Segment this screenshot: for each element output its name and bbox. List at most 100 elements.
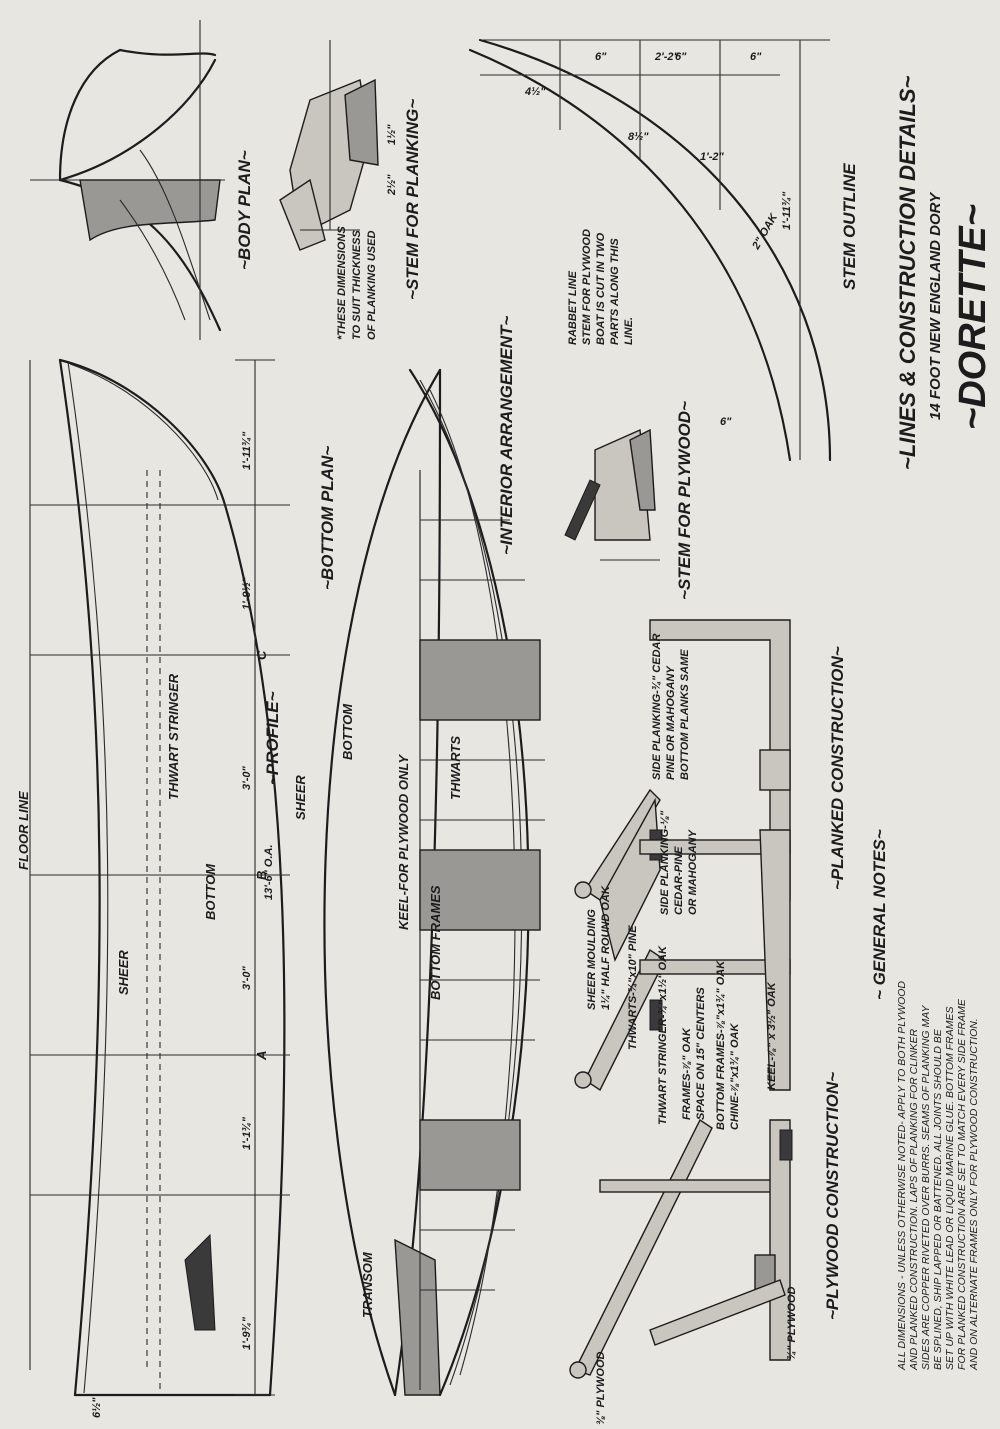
general-notes-line: SET UP WITH WHITE LEAD OR LIQUID MARINE … [944, 1007, 956, 1370]
station-mark-c: C [254, 650, 269, 660]
thwarts-size-label: THWARTS-¾"x10" PINE [627, 925, 639, 1050]
profile-view: FLOOR LINE SHEER BOTTOM THWART STRINGER … [16, 358, 290, 1418]
general-notes-heading: ~ GENERAL NOTES~ [870, 829, 889, 1000]
thwart-stringer-size-label: THWART STRINGER-¾"x1½" OAK [657, 945, 669, 1125]
thwart-aft [419, 1119, 521, 1191]
stem-outline-outer [478, 38, 832, 462]
title-line-2: 14 FOOT NEW ENGLAND DORY [927, 191, 944, 420]
boat-name: ~DORETTE~ [952, 204, 994, 430]
svg-text:1½": 1½" [386, 124, 398, 145]
interior-arrangement-view: THWARTS BOTTOM FRAMES ~INTERIOR ARRANGEM… [408, 316, 545, 1397]
dim-profile-0: 1'-9¾" [241, 1316, 253, 1350]
plywood-title: ~PLYWOOD CONSTRUCTION~ [823, 1072, 842, 1320]
plywood-construction-detail: SHEER MOULDING 1¼" HALF ROUND OAK THWART… [569, 810, 842, 1425]
keel-label: KEEL-⅞" x 3½" OAK [766, 981, 778, 1090]
bottom-frames-label: BOTTOM FRAMES [428, 885, 443, 1000]
thwarts-label: THWARTS [448, 736, 463, 800]
title-line-1: ~LINES & CONSTRUCTION DETAILS~ [895, 75, 920, 470]
stem-planking-title: ~STEM FOR PLANKING~ [403, 99, 422, 300]
dim-profile-6: 6½" [91, 1397, 103, 1418]
planking-note-2: OF PLANKING USED [366, 231, 378, 340]
profile-bottom-label: BOTTOM [203, 863, 218, 920]
keel-plywood-label: KEEL-FOR PLYWOOD ONLY [396, 754, 411, 930]
sheer-moulding-1: 1¼" HALF ROUND OAK [600, 885, 612, 1010]
planked-title: ~PLANKED CONSTRUCTION~ [828, 646, 847, 890]
stem-outline-view: 2'-2" 6" 6" 6" 4½" 8½" 1'-2" 1'-11¾" 6" … [468, 38, 859, 462]
profile-sheer-label: SHEER [116, 950, 131, 995]
station-mark-b: B [254, 871, 269, 880]
side-planking-cedar-2: BOTTOM PLANKS SAME [679, 649, 691, 780]
planking-note-0: *THESE DIMENSIONS [336, 226, 348, 340]
body-plan-view: ~BODY PLAN~ [30, 20, 254, 340]
body-plan-section-a [58, 48, 122, 182]
transom-label: TRANSOM [360, 1251, 375, 1318]
side-planking-ply-1: CEDAR-PINE [673, 846, 685, 915]
bottom-plan-outline [323, 368, 442, 1397]
stem-dim-0: 2'-2" [654, 51, 680, 63]
body-plan-title: ~BODY PLAN~ [235, 150, 254, 270]
interior-title: ~INTERIOR ARRANGEMENT~ [497, 316, 516, 555]
stem-plywood-title: ~STEM FOR PLYWOOD~ [675, 401, 694, 600]
bottom-plan-title: ~BOTTOM PLAN~ [318, 446, 337, 590]
dim-profile-1: 1'-1¾" [241, 1116, 253, 1150]
rabbet-note-2: BOAT IS CUT IN TWO [595, 232, 607, 345]
stem-outline-inner [468, 48, 792, 462]
general-notes-line: ALL DIMENSIONS - UNLESS OTHERWISE NOTED-… [896, 981, 908, 1371]
plywood-b-label: ¾" PLYWOOD [786, 1286, 798, 1360]
plywood-a-label: ⅜" PLYWOOD [595, 1351, 607, 1425]
planked-construction-detail: SIDE PLANKING-¾" CEDAR PINE OR MAHOGANY … [574, 619, 847, 1092]
rabbet-note-3: PARTS ALONG THIS [609, 238, 621, 345]
general-notes: ~ GENERAL NOTES~ ALL DIMENSIONS - UNLESS… [870, 829, 980, 1371]
stem-dim-3: 6" [750, 51, 762, 63]
bottom-frames-size-label: BOTTOM FRAMES-⅞"x1¾" OAK [715, 960, 727, 1130]
general-notes-line: AND ON ALTERNATE FRAMES ONLY FOR PLYWOOD… [968, 1018, 980, 1371]
general-notes-line: AND PLANKED CONSTRUCTION. LAPS OF PLANKI… [908, 1028, 920, 1371]
thwart-mid [419, 849, 541, 931]
stem-oak-label: 2" OAK [750, 211, 781, 252]
bottom-plan-view: ~BOTTOM PLAN~ SHEER BOTTOM KEEL-FOR PLYW… [293, 368, 442, 1397]
stem-plywood-detail: RABBET LINE STEM FOR PLYWOOD BOAT IS CUT… [564, 229, 694, 600]
thwart-fwd [419, 639, 541, 721]
stem-dim-7: 1'-11¾" [781, 191, 793, 230]
title-block: ~LINES & CONSTRUCTION DETAILS~ 14 FOOT N… [895, 75, 994, 470]
station-mark-a: A [254, 1051, 269, 1061]
planking-note-1: TO SUIT THICKNESS [351, 230, 363, 340]
side-planking-ply-0: SIDE PLANKING-⅛" [659, 810, 671, 915]
thwart-stringer-label: THWART STRINGER [166, 673, 181, 800]
general-notes-line: SIDES ARE COPPER RIVETED OVER BURRS. SEA… [920, 1005, 932, 1370]
rabbet-note-4: LINE. [623, 317, 635, 345]
side-planking-ply-2: OR MAHOGANY [687, 828, 699, 915]
side-planking-cedar-0: SIDE PLANKING-¾" CEDAR [651, 634, 663, 780]
general-notes-line: BE SPLINED, SHIP LAPPED OR BATTENED. ALL… [932, 1028, 944, 1370]
svg-text:2½": 2½" [386, 174, 398, 196]
stem-dim-5: 8½" [628, 131, 649, 143]
dim-profile-4: 1'-9½" [241, 576, 253, 610]
sheer-moulding-0: SHEER MOULDING [586, 909, 598, 1010]
floor-line-label: FLOOR LINE [16, 791, 31, 870]
overall-length-label: 13'-6" O.A. [263, 844, 275, 900]
stem-dim-8: 6" [720, 416, 732, 428]
bottom-plan-bottom-label: BOTTOM [340, 703, 355, 760]
profile-sheer-line [58, 358, 101, 1397]
stem-dim-6: 1'-2" [700, 151, 725, 163]
dim-profile-2: 3'-0" [241, 965, 253, 990]
stem-dim-2: 6" [675, 51, 687, 63]
rabbet-note-0: RABBET LINE [567, 270, 579, 345]
frames-label-1: SPACE ON 15" CENTERS [695, 987, 707, 1120]
stem-dim-4: 4½" [524, 86, 546, 98]
side-planking-cedar-1: PINE OR MAHOGANY [665, 665, 677, 780]
bottom-plan-sheer-label: SHEER [293, 775, 308, 820]
general-notes-line: FOR PLANKED CONSTRUCTION ARE SET TO MATC… [956, 998, 968, 1370]
dim-profile-3: 3'-0" [241, 765, 253, 790]
stem-outline-title: STEM OUTLINE [840, 163, 859, 290]
chine-label: CHINE-⅞"x1¾" OAK [729, 1023, 741, 1130]
stem-dim-1: 6" [595, 51, 607, 63]
profile-bottom-line [223, 503, 286, 1397]
rabbet-note-1: STEM FOR PLYWOOD [581, 229, 593, 345]
frames-label-0: FRAMES-⅞" OAK [681, 1027, 693, 1120]
stem-planking-detail: 1½" 2½" *THESE DIMENSIONS TO SUIT THICKN… [279, 40, 422, 340]
profile-title: ~PROFILE~ [263, 691, 282, 785]
profile-stem [58, 358, 227, 507]
